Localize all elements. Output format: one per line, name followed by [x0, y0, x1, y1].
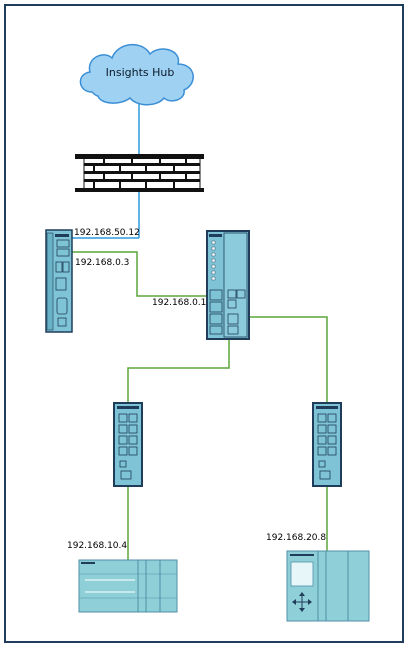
- ip-label-plc-right: 192.168.20.8: [266, 533, 327, 543]
- switch-left-icon: [113, 402, 143, 487]
- firewall-icon: [75, 154, 204, 192]
- core-switch-icon: [206, 230, 250, 340]
- diagram-frame: [4, 4, 404, 643]
- plc-left-icon: [78, 559, 178, 613]
- ip-label-gateway-uplink: 192.168.50.12: [74, 228, 140, 238]
- ip-label-gateway-lan: 192.168.0.3: [75, 258, 130, 268]
- gateway-device-icon: [45, 229, 73, 333]
- plc-right-icon: [286, 550, 370, 622]
- core-switch-left-link: [127, 340, 230, 403]
- cloud-icon: [79, 44, 194, 106]
- cloud-label: Insights Hub: [105, 66, 175, 79]
- switch-right-icon: [312, 402, 342, 487]
- gateway-core-link: [72, 251, 207, 297]
- ip-label-core-switch: 192.168.0.1: [152, 298, 207, 308]
- ip-label-plc-left: 192.168.10.4: [67, 541, 128, 551]
- core-switch-right-link: [249, 316, 328, 403]
